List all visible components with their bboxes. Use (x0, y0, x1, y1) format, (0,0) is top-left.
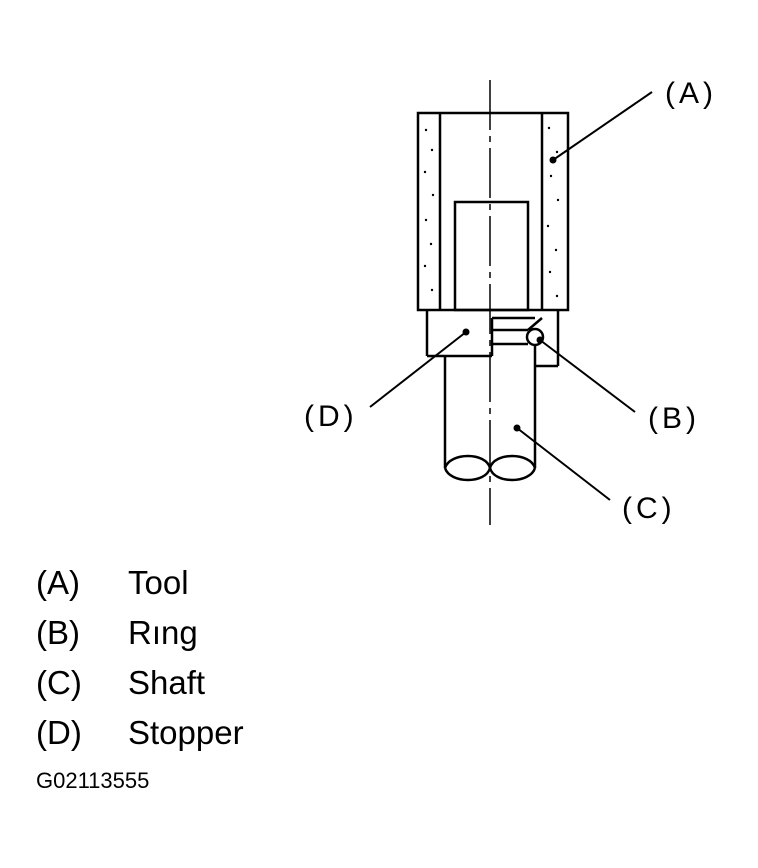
legend-row: (B) Rıng (36, 608, 244, 658)
legend-label: Rıng (128, 614, 198, 651)
legend-key: (A) (36, 564, 80, 601)
callout-label-d: (D) (304, 400, 358, 433)
legend-label: Stopper (128, 714, 244, 751)
tool-part (416, 111, 570, 312)
leader-line-a (552, 91, 653, 161)
leader-dot-d (462, 328, 470, 336)
legend-label: Tool (128, 564, 189, 601)
figure-id: G02113555 (36, 768, 150, 793)
leader-line-d (369, 331, 467, 408)
callout-label-b: (B) (648, 402, 700, 435)
callout-label-c: (C) (622, 492, 676, 525)
legend-label: Shaft (128, 664, 206, 701)
legend-key: (B) (36, 614, 80, 651)
ring-part (492, 317, 545, 347)
legend-row: (C) Shaft (36, 658, 244, 708)
legend-row: (D) Stopper (36, 708, 244, 758)
leader-dot-a (549, 156, 557, 164)
legend-row: (A) Tool (36, 558, 244, 608)
legend: (A) Tool (B) Rıng (C) Shaft (D) Stopper (36, 558, 244, 758)
stopper-part (425, 310, 560, 368)
legend-key: (C) (36, 664, 82, 701)
callout-label-a: (A) (665, 77, 717, 110)
leader-line-c (516, 427, 611, 501)
leader-line-b (539, 339, 636, 413)
legend-key: (D) (36, 714, 82, 751)
leader-dot-c (513, 424, 521, 432)
leader-dot-b (536, 336, 544, 344)
